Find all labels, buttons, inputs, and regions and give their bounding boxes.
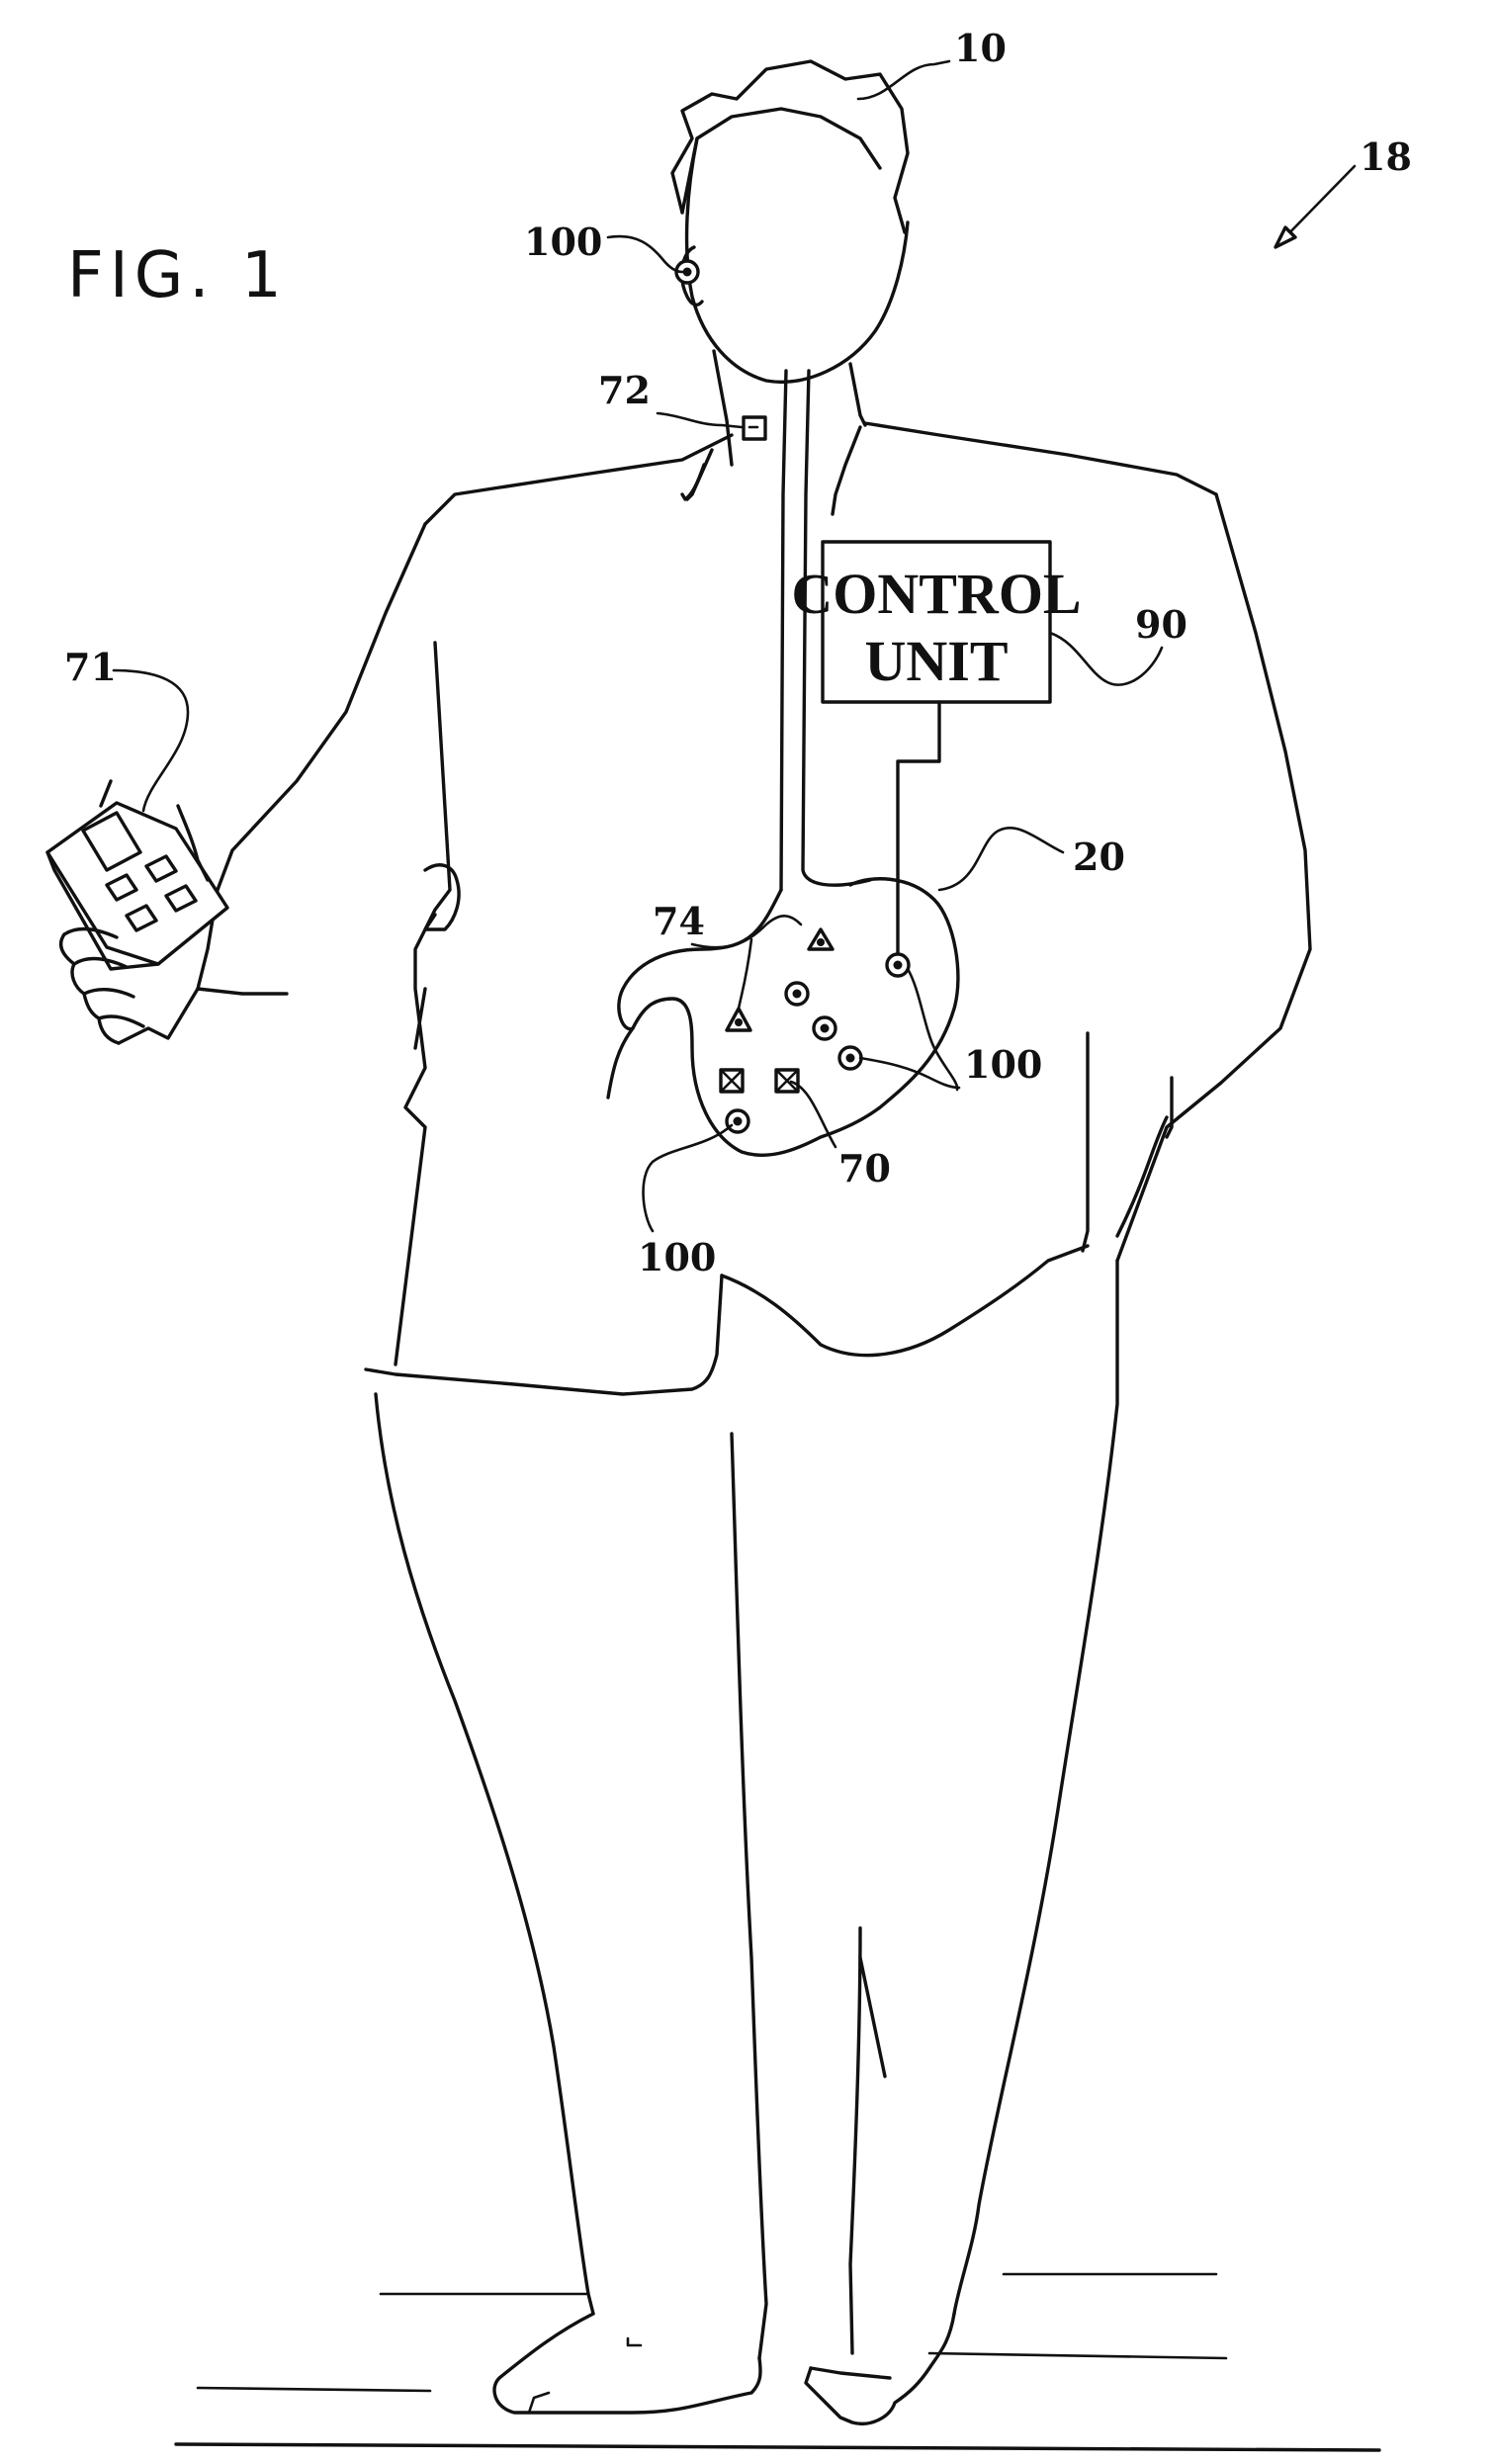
ref-18: 18 [1360,134,1412,179]
patient-outline [176,61,1379,2450]
ref-71: 71 [64,645,117,689]
ref-70: 70 [838,1146,891,1190]
ref-90: 90 [1135,602,1187,647]
ref-100-ear: 100 [524,220,602,264]
ref-72: 72 [598,368,651,412]
triangle-sensor-icon [727,929,833,1030]
ref-20: 20 [1073,835,1125,879]
ref-10: 10 [954,26,1007,70]
handheld-device [47,781,227,1043]
boxed-x-electrode-icon [721,1070,798,1092]
figure-title: FIG. 1 [67,239,288,312]
neck-sensor-icon [744,417,765,439]
control-unit-label-line2: UNIT [864,629,1008,693]
ref-100-stomach-lower: 100 [638,1235,716,1279]
ref-100-stomach-right: 100 [964,1042,1042,1087]
control-unit-label-line1: CONTROL [791,562,1081,626]
control-unit-box: CONTROL UNIT [791,542,1081,959]
ref-74: 74 [653,899,705,943]
